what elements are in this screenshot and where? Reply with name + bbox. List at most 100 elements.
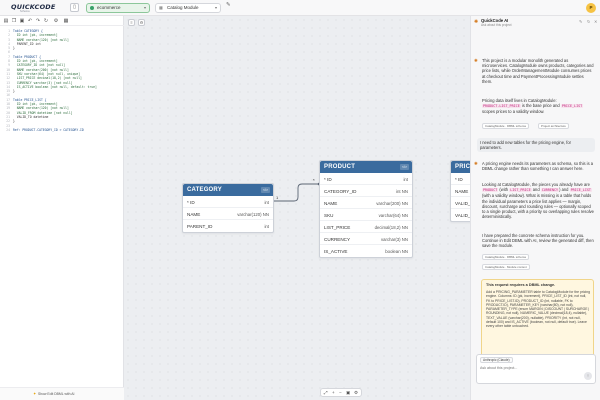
callout-title: This request requires a DBML change. xyxy=(486,283,556,287)
code-line[interactable]: 10 NAME varchar(200) [not null] xyxy=(0,68,124,72)
edit-dbml-ai-button[interactable]: ✦ Show Edit DBML with AI xyxy=(0,387,124,400)
save-icon[interactable]: ▤ xyxy=(3,18,9,24)
line-number: 6 xyxy=(8,50,10,55)
code-line[interactable]: 5} xyxy=(0,46,124,50)
code-view-icon[interactable]: </> xyxy=(400,164,409,170)
project-tab[interactable]: ecommerce ▾ xyxy=(86,3,150,13)
code-view-icon[interactable]: </> xyxy=(261,187,270,193)
line-number: 23 xyxy=(6,123,10,128)
code-line[interactable]: 16 xyxy=(0,93,124,97)
field-name: VALID_ xyxy=(455,201,471,206)
primary-key-icon: * xyxy=(187,200,191,205)
undo-icon[interactable]: ↶ xyxy=(27,18,33,24)
code-text: LIST_PRICE decimal(18,2) [not null] xyxy=(13,76,82,81)
code-line[interactable]: 3 NAME varchar(120) [not null] xyxy=(0,38,124,42)
module-select[interactable]: ▦ Catalog Module ▾ xyxy=(155,3,221,13)
refresh-icon[interactable]: ↻ xyxy=(43,18,49,24)
canvas-menu-icon[interactable]: ≡ xyxy=(128,19,135,26)
primary-key-icon: * xyxy=(455,177,459,182)
code-line[interactable]: 15} xyxy=(0,89,124,93)
line-number: 11 xyxy=(6,71,10,76)
send-icon[interactable]: ↑ xyxy=(584,372,592,380)
zoom-in-icon[interactable]: + xyxy=(332,390,335,395)
code-line[interactable]: 6 xyxy=(0,50,124,54)
field-type: decimal(18,2) NN xyxy=(374,225,408,230)
code-line[interactable]: 13 CURRENCY varchar(3) [not null] xyxy=(0,81,124,85)
table-header[interactable]: PRODUCT </> xyxy=(320,161,412,173)
edit-module-icon[interactable]: ✎ xyxy=(226,2,231,8)
code-line[interactable]: 21 VALID_TO datetime xyxy=(0,115,124,119)
assistant-message: Looking at CatalogModule, the pieces you… xyxy=(482,182,594,220)
context-chip[interactable]: CatalogModule · DBML schema xyxy=(482,254,529,260)
field-name: * ID xyxy=(455,177,463,182)
copy-icon[interactable]: ❐ xyxy=(11,18,17,24)
chat-input[interactable] xyxy=(480,366,580,376)
code-text: Table PRODUCT { xyxy=(13,54,41,59)
close-icon[interactable]: ✕ xyxy=(594,19,598,24)
context-chip[interactable]: Project architecture xyxy=(538,123,569,129)
field-name: NAME xyxy=(455,189,469,194)
code-line[interactable]: 2 ID int [pk, increment] xyxy=(0,33,124,37)
grid-view-icon[interactable]: ▦ xyxy=(63,18,69,24)
zoom-out-icon[interactable]: − xyxy=(339,390,342,395)
code-line[interactable]: 9 CATEGORY_ID int [not null] xyxy=(0,63,124,67)
sidebar-toggle-icon[interactable]: ▯ xyxy=(70,3,79,12)
table-row[interactable]: VALID_ xyxy=(451,209,490,221)
ai-sparkle-icon: ✺ xyxy=(474,19,479,25)
code-line[interactable]: 11 SKU varchar(64) [not null, unique] xyxy=(0,72,124,76)
code-text: IS_ACTIVE boolean [not null, default: tr… xyxy=(13,84,97,89)
code-line[interactable]: 19 NAME varchar(120) [not null] xyxy=(0,106,124,110)
field-name: PARENT_ID xyxy=(187,224,213,229)
lock-icon[interactable]: ▣ xyxy=(346,390,351,395)
model-selector[interactable]: Anthropic (Claude) xyxy=(480,357,513,363)
settings-icon[interactable]: ⚙ xyxy=(53,18,59,24)
new-chat-icon[interactable]: ✎ xyxy=(579,19,583,24)
code-line[interactable]: 4 PARENT_ID int xyxy=(0,42,124,46)
field-name: * ID xyxy=(324,177,332,182)
code-line[interactable]: 14 IS_ACTIVE boolean [not null, default:… xyxy=(0,85,124,89)
table-header[interactable]: CATEGORY </> xyxy=(183,184,273,196)
context-chip[interactable]: CatalogModule · Module context xyxy=(482,264,530,270)
paste-icon[interactable]: ▣ xyxy=(19,18,25,24)
app-logo[interactable]: QUICKCODE xyxy=(11,3,56,11)
canvas-settings-icon[interactable]: ⚙ xyxy=(138,19,145,26)
code-line[interactable]: 12 LIST_PRICE decimal(18,2) [not null] xyxy=(0,76,124,80)
history-icon[interactable]: ↻ xyxy=(587,19,591,24)
redo-icon[interactable]: ↷ xyxy=(35,18,41,24)
context-chip[interactable]: CatalogModule · DBML schema xyxy=(482,123,529,129)
layout-icon[interactable]: ⚙ xyxy=(354,390,359,395)
fit-view-icon[interactable]: ⤢ xyxy=(324,390,328,395)
code-line[interactable]: 8 ID int [pk, increment] xyxy=(0,59,124,63)
line-number: 20 xyxy=(6,110,10,115)
line-number: 19 xyxy=(6,106,10,111)
code-line[interactable]: 22} xyxy=(0,119,124,123)
canvas-zoom-toolbar: ⤢ + − ▣ ⚙ xyxy=(320,388,362,397)
code-text: CURRENCY varchar(3) [not null] xyxy=(13,80,73,85)
callout-body: Add a PRICING_PARAMETER table to Catalog… xyxy=(486,290,590,329)
field-type: varchar(3) NN xyxy=(381,237,408,242)
line-number: 14 xyxy=(6,84,10,89)
table-row[interactable]: LIST_PRICE decimal(18,2) NN xyxy=(320,221,412,233)
avatar[interactable]: P xyxy=(586,3,596,13)
field-name: LIST_PRICE xyxy=(324,225,351,230)
code-line[interactable]: 20 VALID_FROM datetime [not null] xyxy=(0,111,124,115)
code-line[interactable]: 18 ID int [pk, increment] xyxy=(0,102,124,106)
code-line[interactable]: 23 xyxy=(0,124,124,128)
